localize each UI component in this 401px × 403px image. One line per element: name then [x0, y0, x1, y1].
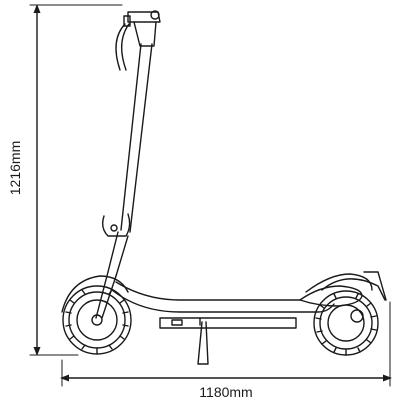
handlebar: [123, 10, 161, 47]
height-dimension-label: 1216mm: [7, 140, 23, 196]
rear-wheel: [313, 271, 387, 356]
width-dimension-label: 1180mm: [199, 384, 253, 400]
width-dimension-line: [60, 301, 392, 387]
deck: [111, 273, 373, 329]
front-wheel: [61, 275, 132, 355]
steering-stem: [95, 23, 153, 319]
kickstand: [197, 321, 209, 365]
height-dimension-line: [29, 4, 123, 356]
